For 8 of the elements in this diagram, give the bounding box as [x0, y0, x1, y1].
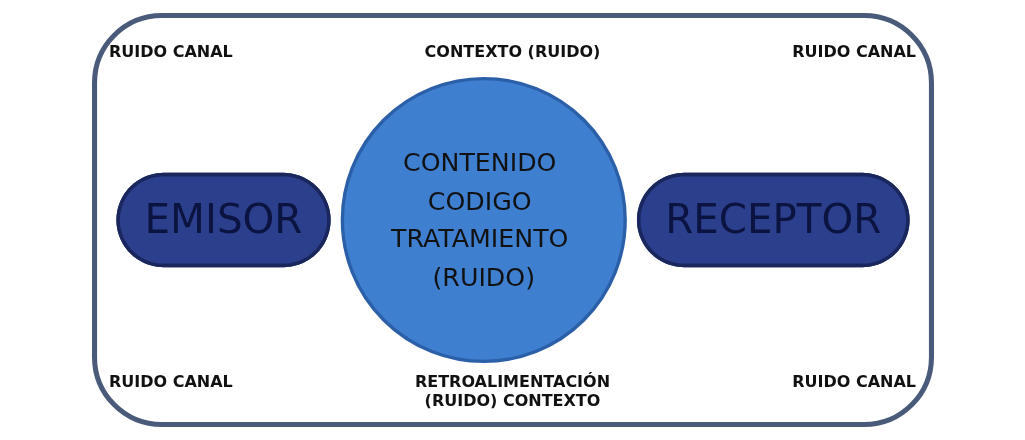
node-circle: CONTENIDO CODIGO TRATAMIENTO (RUIDO)	[340, 76, 627, 364]
noise-label: RUIDO CANAL	[791, 372, 918, 393]
noise-label: CONTEXTO (RUIDO)	[423, 42, 602, 61]
noise-label: RUIDO CANAL	[791, 42, 918, 61]
cluster	[91, 12, 934, 428]
noise-label: RUIDO CANAL	[107, 42, 234, 61]
noise-label: RETROALIMENTACIÓN (RUIDO) CONTEXTO	[413, 372, 612, 410]
noise-label: RUIDO CANAL	[107, 372, 234, 393]
